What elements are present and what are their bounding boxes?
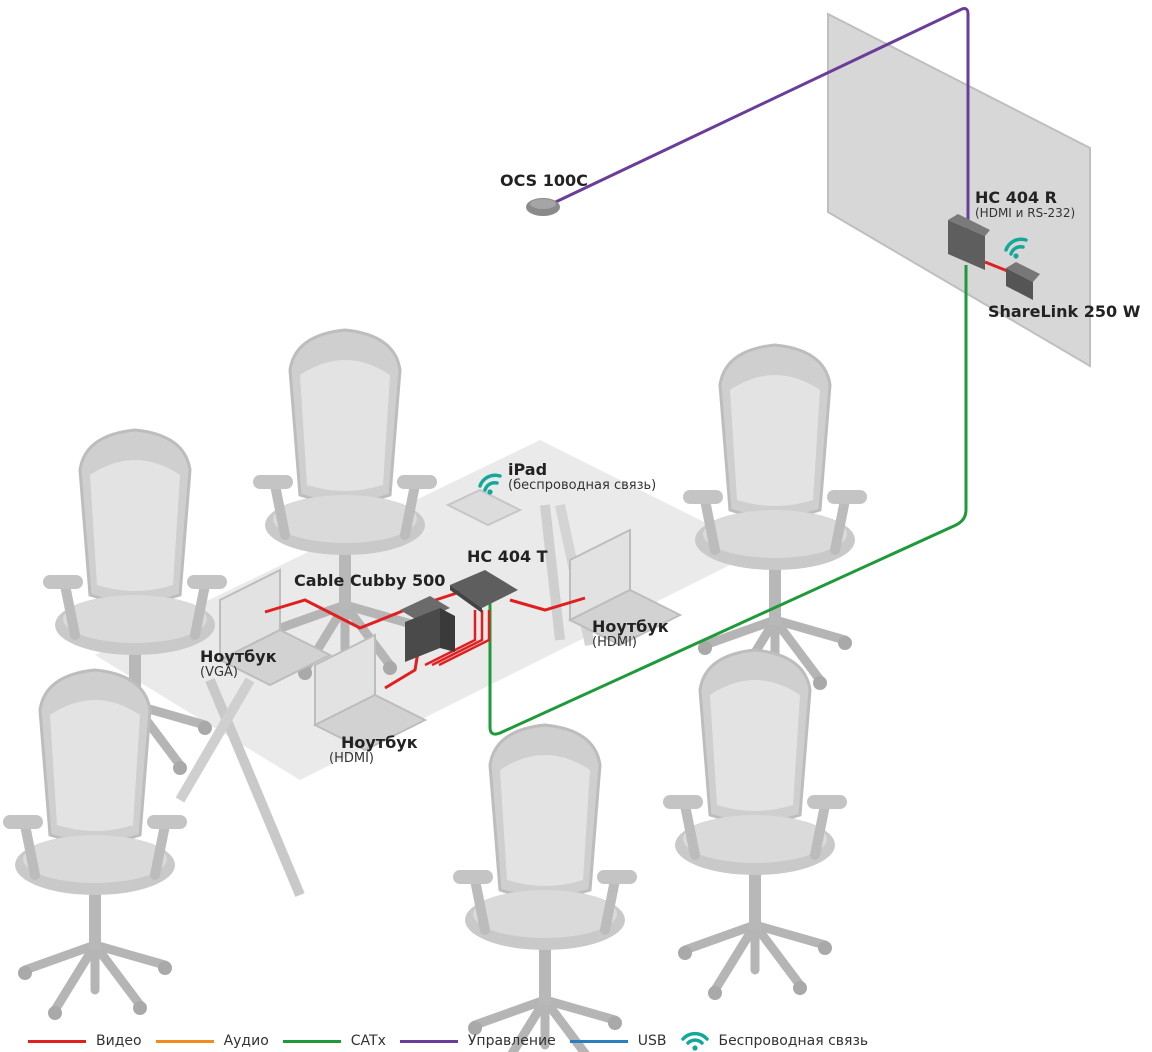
- label-cubby: Cable Cubby 500: [294, 571, 446, 590]
- legend-item-video: Видео: [28, 1033, 142, 1049]
- label-name: Cable Cubby 500: [294, 571, 446, 590]
- label-sub: (VGA): [200, 665, 239, 681]
- label-name: Ноутбук: [200, 647, 277, 666]
- label-name: HC 404 R: [975, 188, 1057, 207]
- sharelink-device: [1006, 268, 1033, 300]
- legend-swatch: [569, 1039, 628, 1043]
- label-sub: (HDMI и RS-232): [975, 206, 1076, 221]
- ipad-device: [445, 488, 523, 527]
- legend-label: CATx: [350, 1033, 386, 1049]
- wifi-icon: [478, 473, 502, 495]
- legend-swatch: [282, 1039, 341, 1043]
- label-name: Ноутбук: [592, 617, 669, 636]
- label-hc404t: HC 404 T: [467, 547, 548, 566]
- hc404t-device: [450, 570, 518, 608]
- label-sub: (беспроводная связь): [508, 478, 657, 494]
- wifi-icon: [681, 1031, 710, 1051]
- video-cable-hdmi-right: [509, 596, 586, 612]
- label-ocs: OCS 100C: [500, 171, 588, 190]
- legend-item-audio: Аудио: [155, 1033, 269, 1049]
- legend-label: Аудио: [223, 1033, 269, 1049]
- hc404r-device: [948, 220, 985, 270]
- label-sharelink: ShareLink 250 W: [988, 302, 1141, 321]
- legend-item-wireless: Беспроводная связь: [680, 1030, 868, 1052]
- label-name: HC 404 T: [467, 547, 548, 566]
- label-name: iPad: [508, 460, 548, 479]
- legend-item-usb: USB: [569, 1033, 667, 1049]
- legend-label: Беспроводная связь: [718, 1033, 869, 1049]
- label-laptop-vga: Ноутбук (VGA): [200, 647, 277, 681]
- label-name: ShareLink 250 W: [988, 302, 1141, 321]
- label-name: OCS 100C: [500, 171, 588, 190]
- video-cable-wall: [984, 260, 1011, 274]
- label-name: Ноутбук: [341, 733, 418, 752]
- label-laptop-hdmi-left: Ноутбук (HDMI): [329, 733, 418, 767]
- label-sub: (HDMI): [329, 751, 374, 767]
- label-laptop-hdmi-right: Ноутбук (HDMI): [592, 617, 669, 651]
- label-sub: (HDMI): [592, 635, 637, 651]
- legend-swatch: [155, 1039, 214, 1043]
- label-ipad: iPad (беспроводная связь): [508, 460, 657, 494]
- legend-swatch: [399, 1039, 458, 1043]
- control-cable: [542, 7, 970, 232]
- legend-label: Видео: [96, 1033, 142, 1049]
- wifi-icon: [1004, 237, 1028, 259]
- cable-cubby-device: [400, 596, 450, 622]
- legend-label: Управление: [467, 1033, 556, 1049]
- legend-item-control: Управление: [399, 1033, 556, 1049]
- legend-label: USB: [637, 1033, 667, 1049]
- video-cable-bundle: [424, 610, 491, 667]
- legend-item-catx: CATx: [282, 1033, 386, 1049]
- catx-cable: [488, 265, 968, 736]
- legend-swatch: [28, 1039, 86, 1043]
- legend: Видео Аудио CATx Управление USB Беспрово…: [28, 1030, 882, 1052]
- label-hc404r: HC 404 R (HDMI и RS-232): [975, 188, 1076, 221]
